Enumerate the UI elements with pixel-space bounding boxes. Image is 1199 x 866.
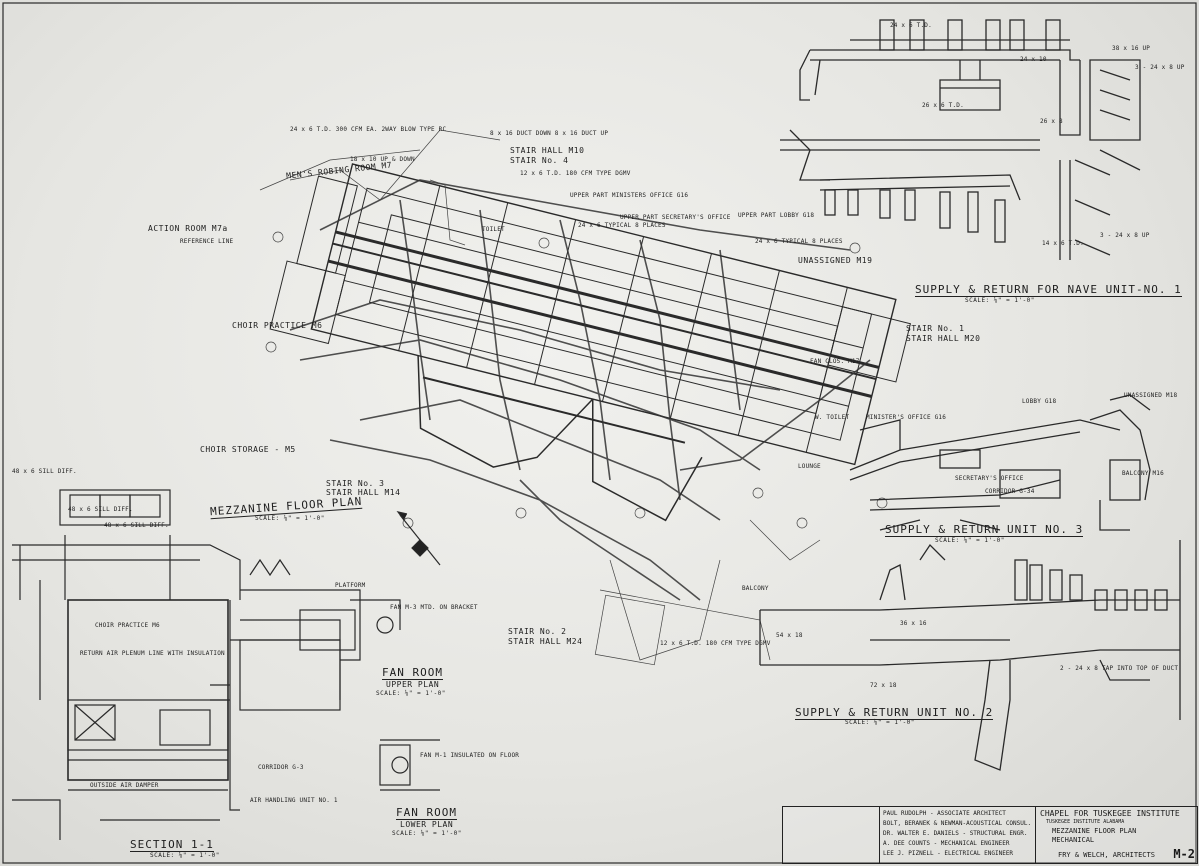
label-unassigned-m19: UNASSIGNED M19 — [798, 256, 873, 265]
duct-note: FAN M-1 INSULATED ON FLOOR — [420, 752, 520, 759]
revision-cells — [783, 807, 880, 863]
mezzanine-scale: SCALE: ⅛" = 1'-0" — [255, 515, 325, 522]
duct-note: 26 x 8 — [1040, 118, 1063, 125]
consultant-line: A. DEE COUNTS - MECHANICAL ENGINEER — [883, 840, 1010, 847]
duct-note: 72 x 18 — [870, 682, 897, 689]
label-balcony-m16: BALCONY M16 — [1122, 470, 1164, 477]
duct-note: RETURN AIR PLENUM LINE WITH INSULATION — [80, 650, 225, 657]
project-location: TUSKEGEE INSTITUTE ALABAMA — [1046, 819, 1125, 825]
duct-note: 12 x 6 T.D. 180 CFM TYPE DGMV — [520, 170, 631, 177]
duct-note: 18 x 10 UP & DOWN — [350, 156, 415, 163]
label-stair-hall-m20: STAIR HALL M20 — [906, 334, 981, 343]
label-lobby-g18: LOBBY G18 — [1022, 398, 1057, 405]
label-toilet: TOILET — [482, 226, 505, 233]
unit-1-scale: SCALE: ⅛" = 1'-0" — [965, 297, 1035, 304]
project-name: CHAPEL FOR TUSKEGEE INSTITUTE — [1040, 809, 1180, 818]
unit-3-scale: SCALE: ⅛" = 1'-0" — [935, 537, 1005, 544]
label-fan-closet: FAN CLOS. M17 — [810, 358, 860, 365]
label-choir-storage: CHOIR STORAGE - M5 — [200, 445, 296, 454]
label-choir-practice: CHOIR PRACTICE M6 — [232, 321, 323, 330]
consultants-list: PAUL RUDOLPH - ASSOCIATE ARCHITECT BOLT,… — [783, 807, 1036, 863]
label-stair-no4: STAIR No. 4 — [510, 156, 569, 165]
fan-room-lower-title: FAN ROOM — [396, 806, 457, 820]
title-block-project: CHAPEL FOR TUSKEGEE INSTITUTE TUSKEGEE I… — [1036, 807, 1197, 863]
duct-note: 24 x 6 T.D. 300 CFM EA. 2WAY BLOW TYPE R… — [290, 126, 447, 133]
fan-room-upper-sub: UPPER PLAN — [386, 680, 440, 689]
unit-1-title: SUPPLY & RETURN FOR NAVE UNIT-NO. 1 — [915, 283, 1182, 297]
consultant-line: DR. WALTER E. DANIELS - STRUCTURAL ENGR. — [883, 830, 1028, 837]
section-1-1 — [12, 489, 341, 840]
duct-note: 14 x 6 T.D. — [1042, 240, 1084, 247]
duct-note: 36 x 16 — [900, 620, 927, 627]
sheet-subtitle: MECHANICAL — [1052, 836, 1095, 844]
fan-room-lower-scale: SCALE: ⅛" = 1'-0" — [392, 830, 462, 837]
unit-2-ductwork — [759, 540, 1181, 771]
duct-note: AIR HANDLING UNIT NO. 1 — [250, 797, 338, 804]
duct-note: 8 x 16 DUCT DOWN 8 x 16 DUCT UP — [490, 130, 609, 137]
fan-room-upper-scale: SCALE: ⅛" = 1'-0" — [376, 690, 446, 697]
section-title: SECTION 1-1 — [130, 838, 214, 852]
label-stair-hall-m24: STAIR HALL M24 — [508, 637, 583, 646]
label-upper-lobby: UPPER PART LOBBY G18 — [738, 212, 815, 219]
label-stair-hall-m10: STAIR HALL M10 — [510, 146, 585, 155]
fan-room-lower-sub: LOWER PLAN — [400, 820, 454, 829]
label-corridor-g34: CORRIDOR G-34 — [985, 488, 1035, 495]
duct-note: 24 x 6 T.D. — [890, 22, 932, 29]
unit-1-ductwork — [780, 19, 1141, 260]
duct-note: 48 x 6 SILL DIFF. — [12, 468, 77, 475]
mezzanine-plan — [269, 163, 912, 522]
label-reference-line: REFERENCE LINE — [180, 238, 234, 245]
duct-note: 48 x 6 SILL DIFF. — [68, 506, 133, 513]
label-balcony: BALCONY — [742, 585, 769, 592]
unit-2-scale: SCALE: ⅛" = 1'-0" — [845, 719, 915, 726]
label-action-room: ACTION ROOM M7a — [148, 224, 228, 233]
fan-room-upper-title: FAN ROOM — [382, 666, 443, 680]
duct-note: 48 x 6 SILL DIFF. — [104, 522, 169, 529]
duct-note: 12 x 6 T.D. 180 CFM TYPE DGMV — [660, 640, 771, 647]
north-arrow-graphic — [396, 511, 441, 566]
label-upper-secretarys: UPPER PART SECRETARY'S OFFICE — [620, 214, 731, 221]
duct-note: 24 x 10 — [1020, 56, 1047, 63]
unit-2-title: SUPPLY & RETURN UNIT NO. 2 — [795, 706, 994, 720]
duct-note: 24 x 6 TYPICAL 8 PLACES — [578, 222, 666, 229]
label-ministers-office: MINISTER'S OFFICE G16 — [866, 414, 947, 421]
label-secretarys-office: SECRETARY'S OFFICE — [955, 475, 1024, 482]
consultant-line: LEE J. PIZNELL - ELECTRICAL ENGINEER — [883, 850, 1014, 857]
label-corridor-g3: CORRIDOR G-3 — [258, 764, 304, 771]
label-lounge: LOUNGE — [798, 463, 821, 470]
duct-note: 26 x 6 T.D. — [922, 102, 964, 109]
title-block: PAUL RUDOLPH - ASSOCIATE ARCHITECT BOLT,… — [782, 806, 1198, 864]
label-choir-practice-section: CHOIR PRACTICE M6 — [95, 622, 160, 629]
unit-3-title: SUPPLY & RETURN UNIT NO. 3 — [885, 523, 1084, 537]
section-scale: SCALE: ⅛" = 1'-0" — [150, 852, 220, 859]
fan-room-plans — [210, 589, 440, 791]
label-stair-no3: STAIR No. 3 — [326, 479, 385, 488]
label-w-toilet: W. TOILET — [815, 414, 850, 421]
label-stair-hall-m14: STAIR HALL M14 — [326, 488, 401, 497]
duct-note: 3 - 24 x 8 UP — [1135, 64, 1185, 71]
consultant-line: PAUL RUDOLPH - ASSOCIATE ARCHITECT — [883, 810, 1006, 817]
label-platform: PLATFORM — [335, 582, 366, 589]
unit-3-ductwork — [849, 394, 1151, 531]
label-upper-ministers: UPPER PART MINISTERS OFFICE G16 — [570, 192, 689, 199]
label-stair-no2: STAIR No. 2 — [508, 627, 567, 636]
duct-note: 2 - 24 x 8 TAP INTO TOP OF DUCT — [1060, 665, 1179, 672]
duct-note: FAN M-3 MTD. ON BRACKET — [390, 604, 478, 611]
sheet-title: MEZZANINE FLOOR PLAN — [1052, 827, 1137, 835]
duct-note: 38 x 16 UP — [1112, 45, 1151, 52]
label-unassigned-m18: UNASSIGNED M18 — [1124, 392, 1178, 399]
label-stair-no1: STAIR No. 1 — [906, 324, 965, 333]
duct-note: 54 x 18 — [776, 632, 803, 639]
sheet-number: M-2 — [1173, 847, 1195, 861]
duct-note: 24 x 6 TYPICAL 8 PLACES — [755, 238, 843, 245]
architect-name: FRY & WELCH, ARCHITECTS — [1058, 851, 1155, 859]
consultant-line: BOLT, BERANEK & NEWMAN-ACOUSTICAL CONSUL… — [883, 820, 1032, 827]
duct-note: 3 - 24 x 8 UP — [1100, 232, 1150, 239]
duct-note: OUTSIDE AIR DAMPER — [90, 782, 159, 789]
